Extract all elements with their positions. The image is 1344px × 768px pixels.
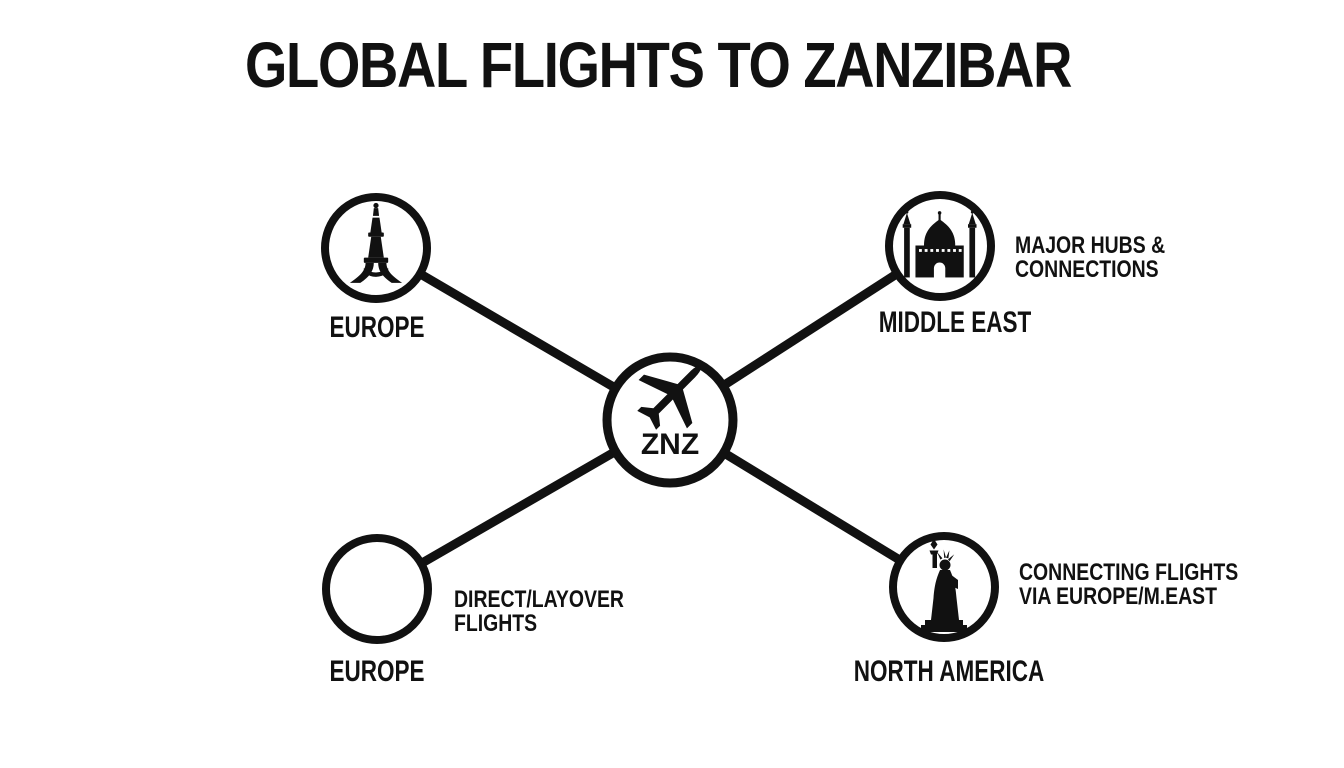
note-north-america-line1: CONNECTING FLIGHTS [1019, 559, 1239, 586]
statue-of-liberty-icon [921, 539, 967, 632]
airplane-icon [637, 366, 701, 430]
node-label-north-america: NORTH AMERICA [853, 655, 1045, 688]
note-europe-bottom: DIRECT/LAYOVER FLIGHTS [454, 588, 624, 636]
note-north-america: CONNECTING FLIGHTS VIA EUROPE/M.EAST [1019, 561, 1238, 609]
note-middle-east-line2: CONNECTIONS [1015, 256, 1159, 283]
node-circle-europe-bottom [322, 534, 432, 644]
node-label-middle-east: MIDDLE EAST [878, 306, 1032, 339]
hub-circle-znz [602, 352, 738, 488]
note-europe-bottom-line2: FLIGHTS [454, 610, 538, 637]
note-middle-east-line1: MAJOR HUBS & [1015, 232, 1166, 259]
note-north-america-line2: VIA EUROPE/M.EAST [1019, 583, 1218, 610]
eiffel-tower-icon [349, 202, 403, 283]
note-europe-bottom-line1: DIRECT/LAYOVER [454, 586, 624, 613]
page-title: GLOBAL FLIGHTS TO ZANZIBAR [245, 29, 1072, 101]
node-label-europe-bottom: EUROPE [329, 655, 425, 688]
node-label-europe-top: EUROPE [329, 311, 425, 344]
note-middle-east: MAJOR HUBS & CONNECTIONS [1015, 234, 1165, 282]
mosque-icon [902, 210, 977, 278]
hub-code-znz: ZNZ [640, 428, 700, 461]
